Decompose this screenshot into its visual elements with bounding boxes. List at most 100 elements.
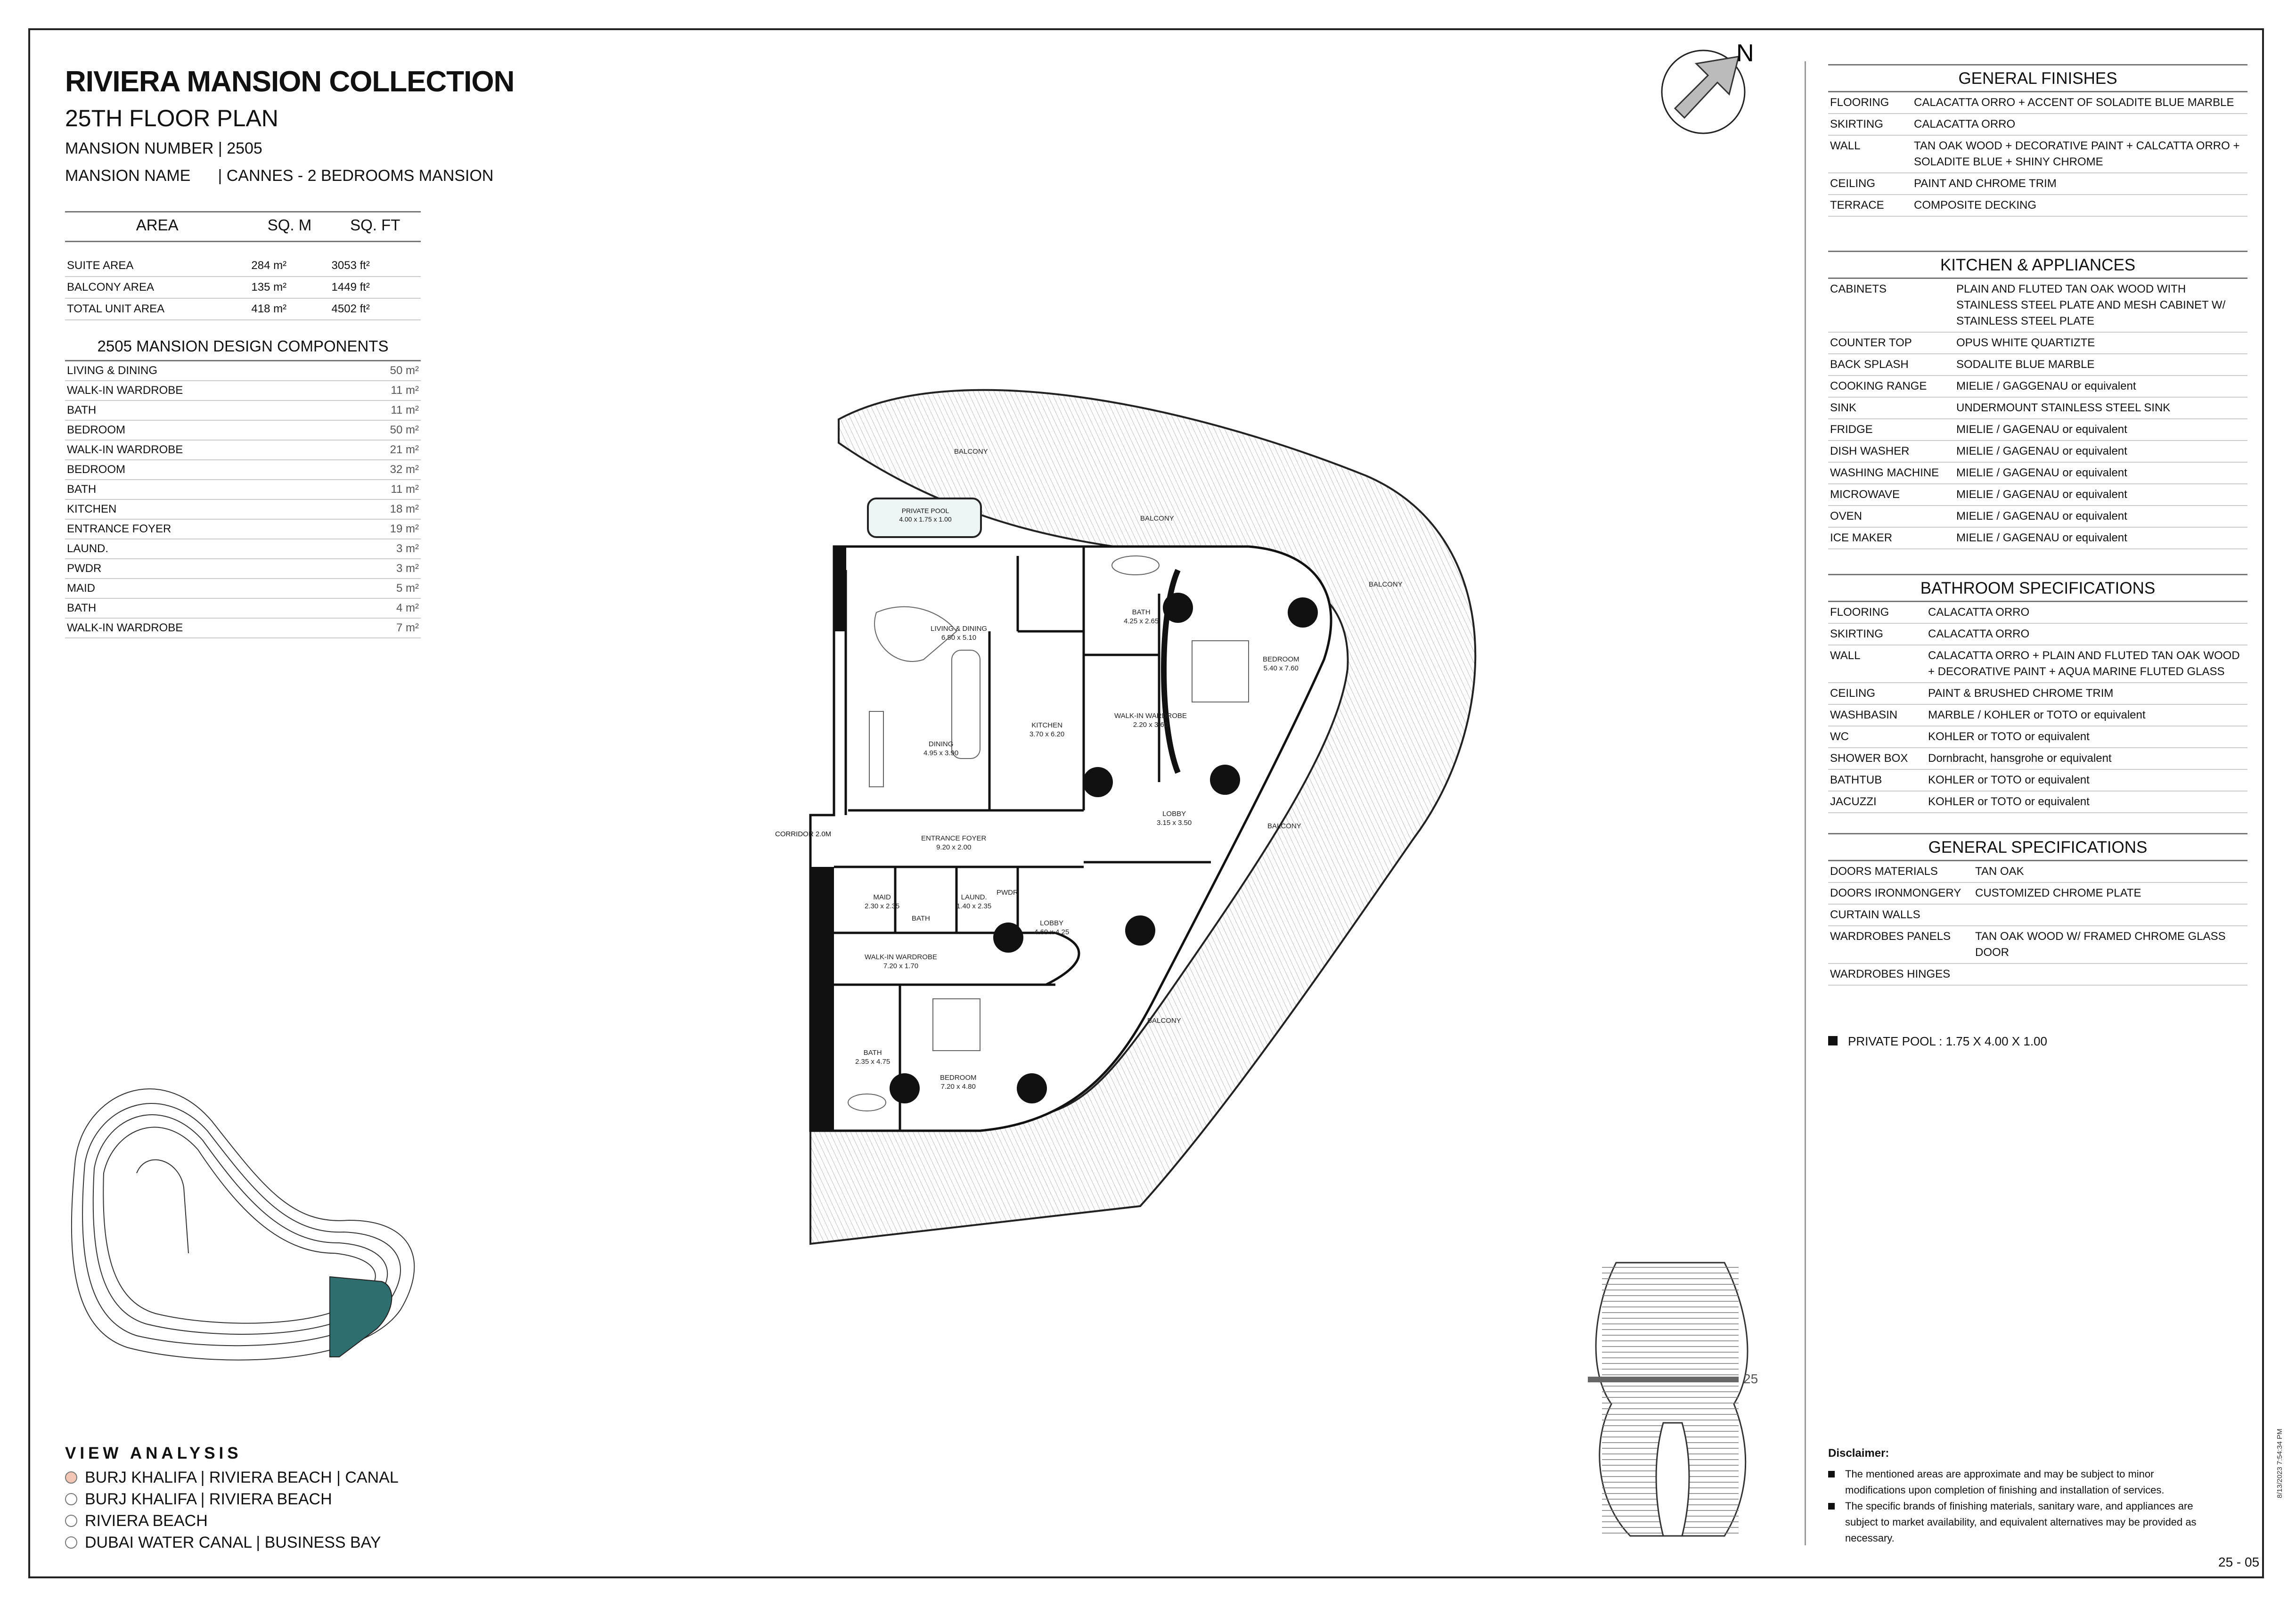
- view-option: BURJ KHALIFA | RIVIERA BEACH | CANAL: [65, 1467, 399, 1488]
- room-name: BATH: [1132, 608, 1151, 616]
- disclaimer-text: The specific brands of finishing materia…: [1845, 1500, 2197, 1544]
- spec-label: FLOORING: [1828, 602, 1926, 624]
- room-name: BATH: [912, 914, 930, 922]
- table-row: SUITE AREA 284 m² 3053 ft²: [65, 255, 421, 277]
- view-option: DUBAI WATER CANAL | BUSINESS BAY: [65, 1532, 399, 1553]
- area-sqft: 4502 ft²: [329, 298, 421, 320]
- room-name: LOBBY: [1162, 810, 1186, 818]
- spec-value: MIELIE / GAGENAU or equivalent: [1954, 462, 2247, 484]
- spec-value: MARBLE / KOHLER or TOTO or equivalent: [1926, 704, 2247, 726]
- spec-value: OPUS WHITE QUARTIZTE: [1954, 332, 2247, 354]
- page-subtitle: 25TH FLOOR PLAN: [65, 105, 278, 131]
- view-option: BURJ KHALIFA | RIVIERA BEACH: [65, 1488, 399, 1510]
- component-name: WALK-IN WARDROBE: [65, 618, 345, 638]
- room-name: WALK-IN WARDROBE: [865, 953, 937, 961]
- mansion-name: MANSION NAME | CANNES - 2 BEDROOMS MANSI…: [65, 167, 493, 185]
- room-dims: 7.20 x 1.70: [883, 962, 919, 970]
- balcony-label: BALCONY: [954, 448, 988, 456]
- spec-value: MIELIE / GAGENAU or equivalent: [1954, 484, 2247, 506]
- spec-label: WASHBASIN: [1828, 704, 1926, 726]
- floor-plan: [809, 389, 1477, 1245]
- spec-label: WARDROBES HINGES: [1828, 963, 1973, 986]
- component-name: WALK-IN WARDROBE: [65, 381, 345, 401]
- view-analysis: VIEW ANALYSIS BURJ KHALIFA | RIVIERA BEA…: [65, 1444, 399, 1553]
- room-dims: 2.20 x 3.60: [1133, 721, 1168, 729]
- spec-label: WALL: [1828, 645, 1926, 683]
- spec-label: COUNTER TOP: [1828, 332, 1954, 354]
- room-dims: 7.20 x 4.80: [940, 1083, 976, 1091]
- spec-value: Dornbracht, hansgrohe or equivalent: [1926, 748, 2247, 770]
- area-sqm: 284 m²: [249, 255, 330, 277]
- print-stamp: 8/13/2023 7:54:34 PM: [2276, 1428, 2284, 1498]
- view-option-label: RIVIERA BEACH: [85, 1511, 208, 1530]
- radio-dot-icon: [65, 1471, 77, 1484]
- tower-section: 25: [1588, 1262, 1758, 1537]
- room-label: BATH: [912, 914, 930, 923]
- component-area: 21 m²: [344, 440, 421, 460]
- view-analysis-title: VIEW ANALYSIS: [65, 1444, 242, 1462]
- spec-label: SKIRTING: [1828, 623, 1926, 645]
- pool-dims: 4.00 x 1.75 x 1.00: [899, 515, 952, 523]
- private-pool: [867, 498, 982, 538]
- mansion-number-value: | 2505: [218, 139, 262, 157]
- room-name: DINING: [928, 740, 954, 748]
- spec-value: CUSTOMIZED CHROME PLATE: [1973, 882, 2247, 905]
- spec-value: MIELIE / GAGENAU or equivalent: [1954, 441, 2247, 463]
- component-name: BATH: [65, 598, 345, 619]
- room-dims: 4.25 x 2.65: [1124, 617, 1159, 625]
- spec-label: WARDROBES PANELS: [1828, 926, 1973, 964]
- balcony-label: BALCONY: [1147, 1017, 1181, 1025]
- pool-note-text: PRIVATE POOL : 1.75 X 4.00 X 1.00: [1848, 1034, 2047, 1048]
- spec-label: DOORS MATERIALS: [1828, 861, 1973, 883]
- component-name: BATH: [65, 480, 345, 500]
- corridor-label: CORRIDOR 2.0M: [775, 830, 832, 838]
- radio-dot-icon: [65, 1515, 77, 1527]
- room-name: BEDROOM: [1263, 655, 1299, 663]
- components-title: 2505 MANSION DESIGN COMPONENTS: [65, 334, 421, 361]
- spec-value: CALACATTA ORRO: [1926, 623, 2247, 645]
- view-option-label: DUBAI WATER CANAL | BUSINESS BAY: [85, 1533, 381, 1551]
- area-sqft: 1449 ft²: [329, 277, 421, 299]
- component-name: BEDROOM: [65, 420, 345, 441]
- structural-columns: [890, 593, 1318, 1103]
- spec-label: CABINETS: [1828, 279, 1954, 333]
- room-label: LAUND.1.40 x 2.35: [956, 893, 991, 911]
- component-area: 19 m²: [344, 519, 421, 539]
- sheet-border: [28, 28, 2264, 1578]
- component-area: 11 m²: [344, 480, 421, 500]
- spec-value: PAINT & BRUSHED CHROME TRIM: [1926, 683, 2247, 705]
- spec-label: OVEN: [1828, 506, 1954, 528]
- balcony-label: BALCONY: [1369, 580, 1403, 588]
- area-name: BALCONY AREA: [65, 277, 250, 299]
- disclaimer: Disclaimer: The mentioned areas are appr…: [1828, 1445, 2214, 1546]
- room-dims: 1.40 x 2.35: [956, 902, 992, 910]
- area-sqm: 418 m²: [249, 298, 330, 320]
- spec-label: WC: [1828, 726, 1926, 748]
- spec-label: TERRACE: [1828, 195, 1912, 217]
